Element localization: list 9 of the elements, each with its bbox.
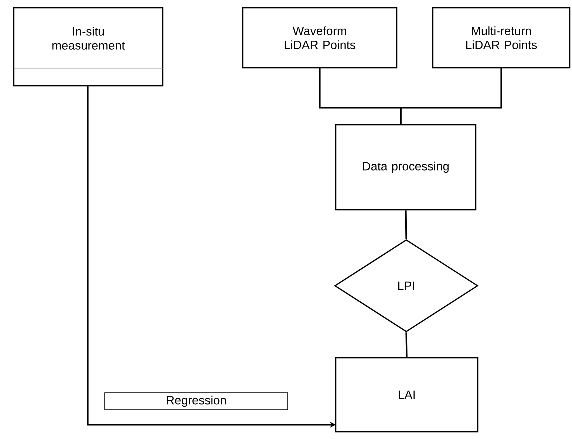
process-box: Waveform LiDAR Points	[242, 7, 398, 69]
connector	[405, 210, 408, 240]
connector	[406, 332, 408, 358]
connector	[400, 68, 502, 125]
process-box: LAI	[335, 357, 479, 433]
process-box: Multi-return LiDAR Points	[432, 7, 571, 69]
process-box: In-situ measurement	[13, 7, 164, 87]
process-box: Data processing	[335, 124, 477, 211]
label-box: Regression	[104, 392, 288, 410]
